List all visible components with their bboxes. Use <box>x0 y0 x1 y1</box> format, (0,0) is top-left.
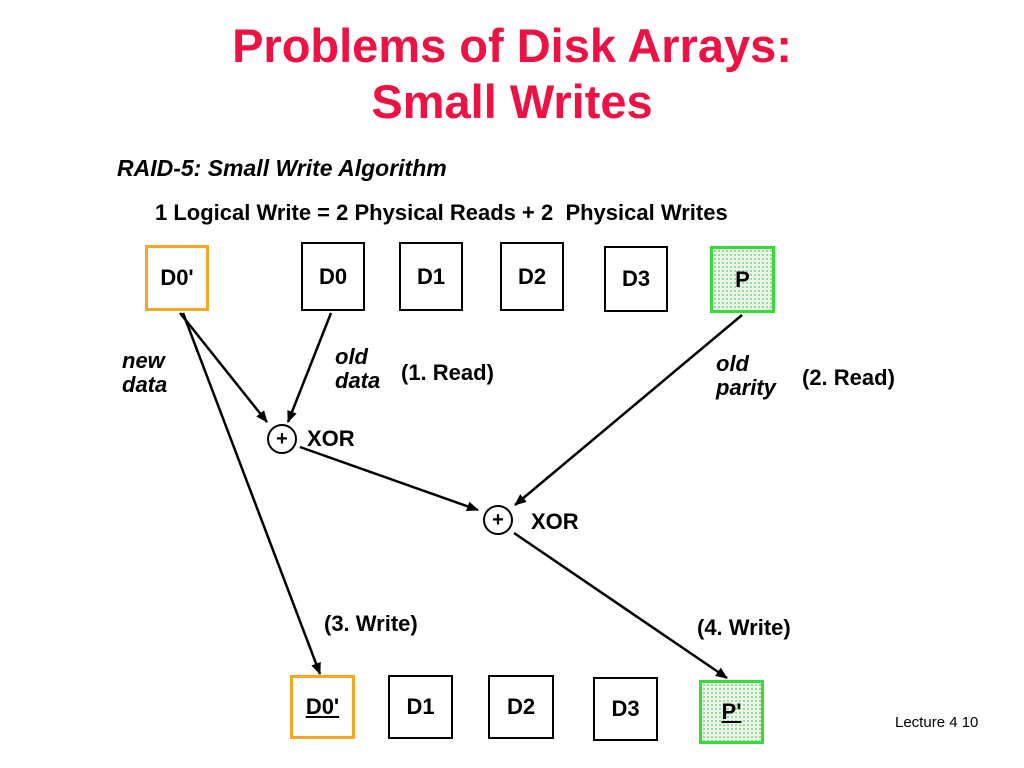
disk-d0-new-bottom: D0' <box>290 675 355 739</box>
disk-d3-bottom: D3 <box>593 677 658 741</box>
disk-label: P <box>735 266 750 292</box>
disk-label: D1 <box>416 264 446 289</box>
disk-label: D3 <box>621 266 651 291</box>
label-read-2: (2. Read) <box>802 365 895 390</box>
write-equation: 1 Logical Write = 2 Physical Reads + 2 P… <box>155 200 728 225</box>
disk-label: D2 <box>517 264 547 289</box>
label-old-parity: old parity <box>716 351 776 400</box>
disk-d0-new-top: D0' <box>145 245 209 311</box>
slide-footer: Lecture 4 10 <box>895 714 979 731</box>
disk-parity-new-bottom: P' <box>699 680 764 744</box>
arrow-old-data-to-xor1 <box>286 312 333 423</box>
disk-label: D0' <box>305 694 340 719</box>
label-new-data: new data <box>122 348 168 397</box>
disk-d2-top: D2 <box>500 242 564 311</box>
disk-d0-old-top: D0 <box>301 242 365 311</box>
title-line-1: Problems of Disk Arrays: <box>232 19 792 72</box>
plus-icon: + <box>492 508 504 531</box>
label-old-data: old data <box>335 344 381 393</box>
xor-label-2: XOR <box>531 509 579 534</box>
plus-icon: + <box>276 427 288 450</box>
arrow-new-data-write <box>181 312 322 675</box>
xor-node-1: + <box>267 424 297 454</box>
arrow-xor2-to-new-parity <box>513 531 728 680</box>
arrow-xor1-to-xor2 <box>299 445 479 512</box>
label-write-4: (4. Write) <box>697 615 791 640</box>
disk-label: D0 <box>318 264 348 289</box>
disk-d1-bottom: D1 <box>388 675 453 739</box>
slide-title: Problems of Disk Arrays: Small Writes <box>0 18 1024 130</box>
arrow-old-parity-to-xor2 <box>514 314 743 506</box>
disk-label: D0' <box>160 265 194 290</box>
xor-node-2: + <box>483 505 513 535</box>
disk-label: D1 <box>406 694 435 719</box>
disk-d1-top: D1 <box>399 242 463 311</box>
algorithm-subtitle: RAID-5: Small Write Algorithm <box>117 155 447 181</box>
disk-d3-top: D3 <box>604 246 668 312</box>
arrow-new-data-to-xor1 <box>179 312 268 423</box>
title-line-2: Small Writes <box>371 75 653 128</box>
disk-parity-old-top: P <box>710 246 775 313</box>
disk-label: D3 <box>611 696 640 721</box>
xor-label-1: XOR <box>307 426 355 451</box>
disk-label: P' <box>721 699 742 724</box>
disk-d2-bottom: D2 <box>488 675 554 739</box>
label-write-3: (3. Write) <box>324 611 418 636</box>
label-read-1: (1. Read) <box>401 360 494 385</box>
disk-label: D2 <box>506 694 536 719</box>
